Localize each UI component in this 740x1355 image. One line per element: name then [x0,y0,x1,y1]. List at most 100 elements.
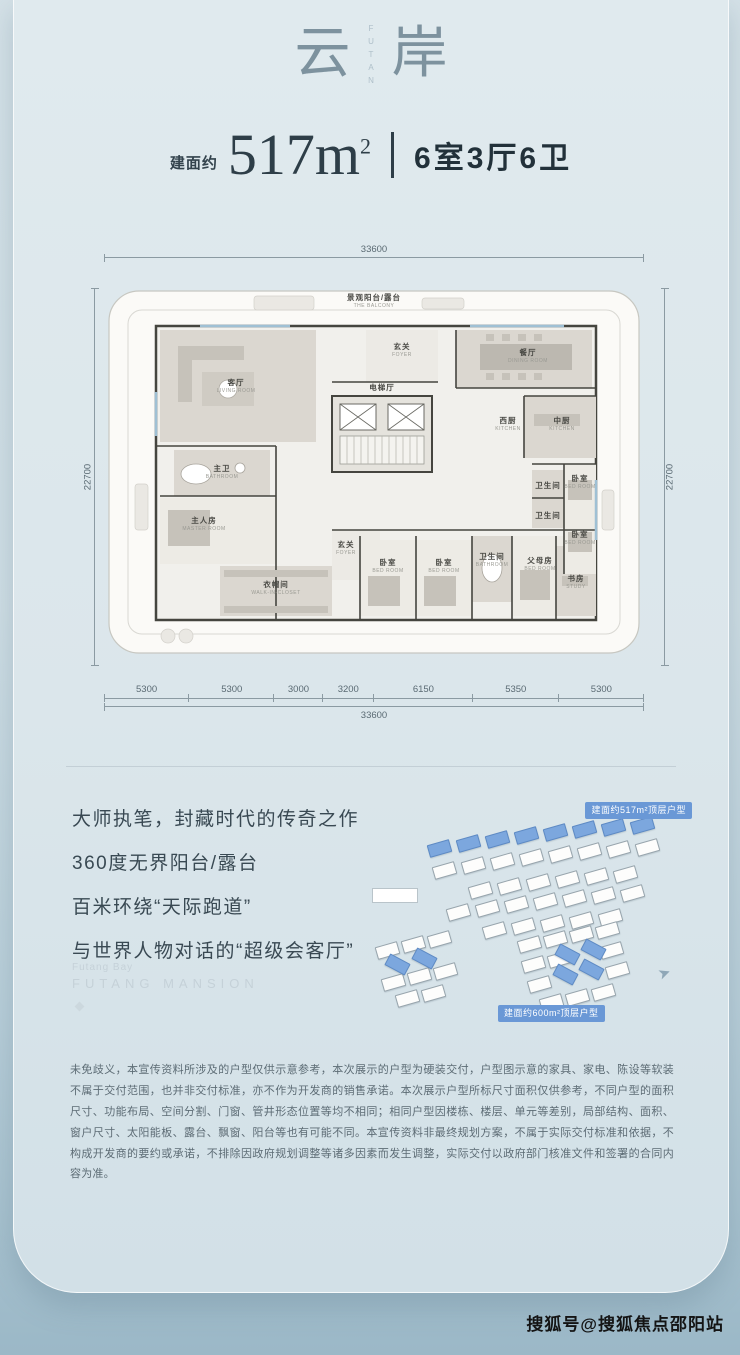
dimension-segment: 6150 [374,684,473,702]
building [525,873,552,892]
building [520,955,547,974]
building [576,842,603,861]
project-title: 云 FUTANGBAY 岸 [14,24,728,84]
dimension-segment: 5300 [104,684,190,702]
poster-card: 云 FUTANGBAY 岸 建面约 517m2 6室3厅6卫 33600 227… [13,0,729,1293]
building [634,838,661,857]
building [594,921,621,940]
building-highlight [578,958,605,981]
dimension-left-value: 22700 [82,463,94,491]
building [445,903,472,922]
building-highlight [455,834,482,853]
building [496,877,523,896]
building [380,973,407,992]
badge-517-type: 建面约517m²顶层户型 [585,802,692,819]
dimension-left: 22700 [80,288,99,666]
badge-600-type: 建面约600m²顶层户型 [498,1005,605,1022]
building [460,856,487,875]
decor-diamond-icon [74,1001,85,1012]
section-divider [66,766,676,767]
building [431,861,458,880]
building [554,870,581,889]
feature-line: 大师执笔，封藏时代的传奇之作 [72,809,360,830]
building [590,886,617,905]
building [503,895,530,914]
building [526,975,553,994]
building [510,917,537,936]
dimension-top: 33600 [104,244,644,262]
area-value: 517m2 [228,126,371,184]
building-highlight [513,826,540,845]
building-highlight [542,823,569,842]
dimension-segment: 5300 [559,684,645,702]
building [590,983,617,1002]
building-highlight [484,830,511,849]
building-highlight [552,963,579,986]
brand-watermark: Futang Bay FUTANG MANSION [72,962,259,1012]
building [619,884,646,903]
feature-line: 百米环绕“天际跑道” [72,897,252,918]
building [406,967,433,986]
dimension-left-line [91,288,99,666]
dimension-top-value: 33600 [360,244,388,255]
dimension-total-line [104,703,644,711]
feature-list: 大师执笔，封藏时代的传奇之作 360度无界阳台/露台 百米环绕“天际跑道” 与世… [72,804,359,980]
area-prefix-label: 建面约 [169,155,218,172]
building [467,881,494,900]
building [612,865,639,884]
site-plan-road-label [372,888,418,903]
building [420,984,447,1003]
disclaimer-text: 未免歧义，本宣传资料所涉及的户型仅供示意参考，本次展示的户型为硬装交付，户型图示… [70,1064,674,1181]
room-label: 电梯厅 [369,383,395,393]
room-label: 卫生间 [535,481,561,491]
building [426,930,453,949]
dimension-right: 22700 [661,288,678,666]
building [489,852,516,871]
feature-line: 360度无界阳台/露台 [72,853,259,874]
building [394,989,421,1008]
building-highlight [600,818,627,837]
title-vertical-text: FUTANGBAY [366,24,376,84]
dimension-total-value: 33600 [360,710,388,721]
brand-watermark-line2: FUTANG MANSION [72,976,259,991]
dimension-bottom-total: 33600 [104,703,644,721]
brand-watermark-line1: Futang Bay [72,962,134,973]
spec-divider [391,132,395,178]
building [516,935,543,954]
building [532,892,559,911]
area-number: 517m [227,122,361,187]
floorplan-drawing [108,290,640,654]
building [605,840,632,859]
dimension-right-value: 22700 [664,463,676,491]
site-plan: 建面约517m²顶层户型 建面约600m²顶层户型 ➤ [370,802,694,1030]
watermark-credit: 搜狐号@搜狐焦点邵阳站 [526,1315,724,1334]
dimension-right-line [661,288,669,666]
building [474,899,501,918]
title-char-left: 云 [294,23,351,85]
unit-spec: 建面约 517m2 6室3厅6卫 [14,126,728,184]
dimension-top-line [104,254,644,262]
room-count-label: 6室3厅6卫 [414,142,573,175]
dimension-segment: 3200 [323,684,375,702]
title-char-right: 岸 [391,23,448,85]
area-superscript: 2 [360,133,372,159]
building [561,889,588,908]
dimension-segment: 5350 [473,684,559,702]
building-highlight [571,820,598,839]
dimension-segment: 3000 [274,684,323,702]
